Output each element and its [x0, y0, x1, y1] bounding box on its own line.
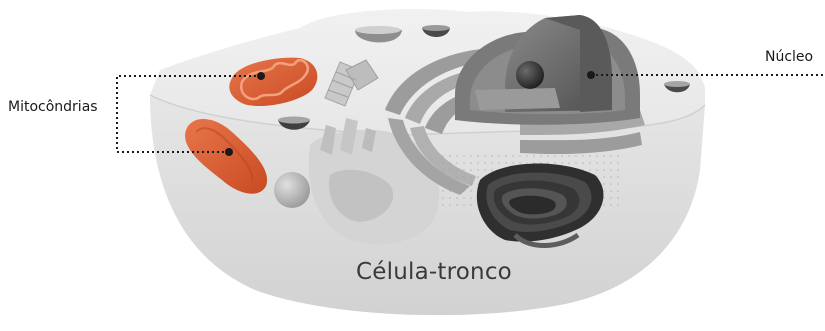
- cell-title: Célula-tronco: [339, 259, 529, 285]
- nucleus-label: Núcleo: [765, 49, 813, 65]
- lysosome-icon: [274, 172, 310, 208]
- nucleolus-icon: [516, 61, 544, 89]
- mitochondria-label: Mitocôndrias: [8, 99, 98, 115]
